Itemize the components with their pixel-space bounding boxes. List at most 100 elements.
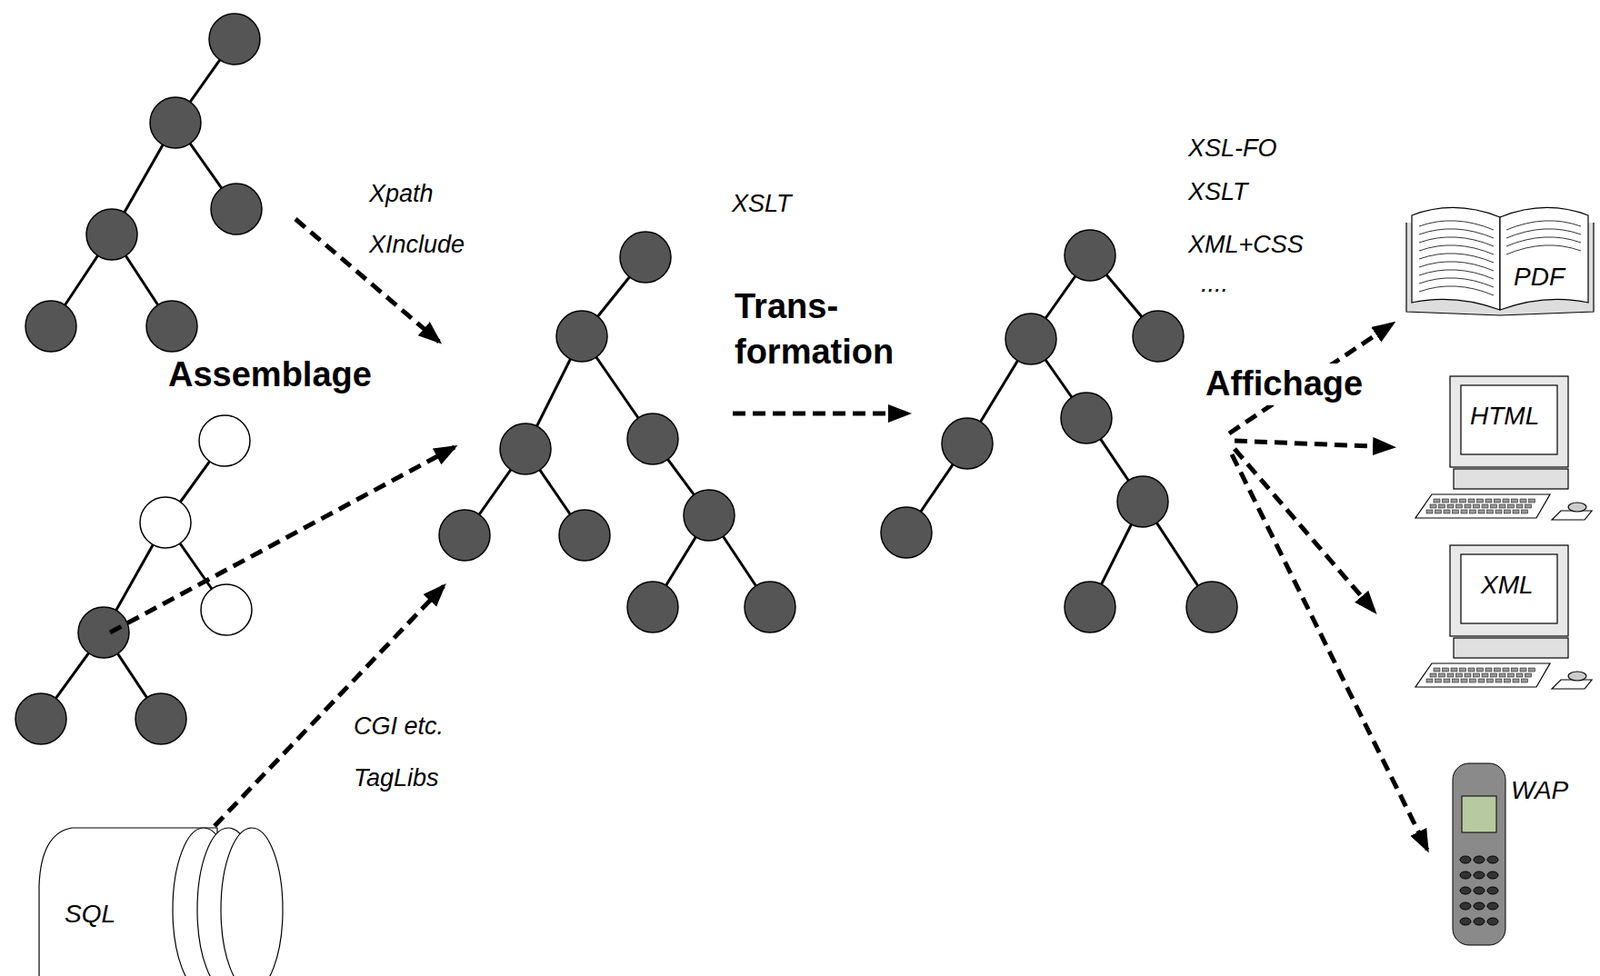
tree-nodes-part xyxy=(78,607,130,659)
computer-icon-part xyxy=(1450,376,1569,468)
computer-icon-part xyxy=(1435,510,1442,514)
phone-icon-part xyxy=(1487,871,1499,880)
flow-arrows-part xyxy=(1231,454,1428,850)
node-shape xyxy=(35,822,286,976)
computer-icon-part xyxy=(1464,504,1471,509)
hidden-tree-nodes-part xyxy=(140,497,191,549)
flow-arrows-part xyxy=(1234,440,1393,448)
computer-icon-part xyxy=(1502,499,1510,503)
phone-icon xyxy=(1452,763,1506,946)
computer-icon-part xyxy=(1485,499,1492,503)
book-icon-part xyxy=(1419,286,1494,296)
computer-icon-part xyxy=(1453,469,1569,490)
book-icon-part xyxy=(1419,245,1494,255)
computer-icon-part xyxy=(1499,504,1506,509)
tree-nodes-part xyxy=(1005,313,1057,365)
computer-icon-part xyxy=(1460,554,1558,624)
tree-nodes-part xyxy=(627,581,679,633)
computer-icon-part xyxy=(1433,499,1440,503)
computer-icon-part xyxy=(1525,504,1532,509)
computer-icon-part xyxy=(1494,668,1501,672)
computer-icon-part xyxy=(1452,510,1460,514)
phone-icon-part xyxy=(1487,918,1499,926)
tree-nodes-part xyxy=(210,183,262,235)
hidden-tree-nodes-part xyxy=(199,415,250,467)
computer-icon-part xyxy=(1415,494,1550,519)
node-label: WAP xyxy=(1509,776,1570,806)
tree-nodes-part xyxy=(1132,310,1184,362)
tech-label: CGI etc. xyxy=(351,711,446,741)
computer-icon xyxy=(1415,545,1592,690)
book-icon-part xyxy=(1419,270,1494,280)
tree-nodes-part xyxy=(439,510,490,561)
tech-label: TagLibs xyxy=(351,763,441,793)
computer-icon-part xyxy=(1450,668,1458,672)
stage-label: Trans- formation xyxy=(732,283,896,375)
book-icon xyxy=(1406,207,1594,316)
wap-node: WAP xyxy=(1449,760,1577,951)
computer-icon-part xyxy=(1481,504,1489,509)
tree-nodes-part xyxy=(1117,476,1169,528)
book-icon-part xyxy=(1506,220,1581,230)
tech-label: XML+CSS xyxy=(1186,230,1306,260)
book-icon-part xyxy=(1500,207,1589,310)
computer-icon-part xyxy=(1453,638,1569,659)
tech-label: XSLT xyxy=(730,189,794,219)
computer-icon-part xyxy=(1508,673,1515,678)
book-icon-part xyxy=(1419,278,1494,288)
computer-icon-part xyxy=(1516,504,1523,509)
database-node: SQL xyxy=(35,822,286,976)
tree-nodes-part xyxy=(1186,581,1238,633)
tree-edges xyxy=(40,39,1212,720)
tree-nodes-part xyxy=(556,310,608,362)
computer-icon-part xyxy=(1502,668,1510,672)
node-label: SQL xyxy=(62,900,118,930)
computer-icon-part xyxy=(1511,499,1519,503)
hidden-tree-nodes-part xyxy=(200,584,252,636)
book-icon-part xyxy=(1506,229,1581,239)
tree-nodes-part xyxy=(1064,230,1116,281)
computer-icon-part xyxy=(1520,668,1527,672)
computer-icon-part xyxy=(1520,499,1527,503)
book-icon-part xyxy=(1411,207,1500,310)
phone-icon-part xyxy=(1473,887,1485,895)
computer-icon-part xyxy=(1439,673,1446,678)
computer-icon-part xyxy=(1568,502,1587,512)
computer-icon-part xyxy=(1478,510,1485,514)
computer-icon-part xyxy=(1433,668,1440,672)
node-shape xyxy=(1413,543,1596,693)
computer-icon-part xyxy=(1529,499,1536,503)
computer-icon-part xyxy=(1478,679,1485,683)
computer-icon-part xyxy=(1495,510,1502,514)
tree-nodes-part xyxy=(620,231,671,283)
tree-nodes-part xyxy=(500,423,551,475)
computer-icon-part xyxy=(1452,679,1460,683)
phone-icon-part xyxy=(1460,887,1471,895)
computer-icon xyxy=(1415,376,1592,520)
computer-icon-part xyxy=(1521,679,1529,683)
computer-icon-part xyxy=(1529,668,1536,672)
flow-arrows xyxy=(110,219,1428,850)
hidden-tree-nodes xyxy=(140,415,252,636)
tree-nodes-part xyxy=(1060,392,1112,444)
book-icon-part xyxy=(1419,261,1494,271)
stage-label: Affichage xyxy=(1203,363,1365,406)
tree-nodes-part xyxy=(683,490,735,541)
book-icon-part xyxy=(1506,237,1581,247)
computer-icon-part xyxy=(1470,679,1477,683)
html-node: HTML xyxy=(1413,374,1596,524)
computer-icon-part xyxy=(1504,679,1511,683)
computer-icon-part xyxy=(1504,510,1511,514)
tree-nodes-part xyxy=(146,300,198,352)
computer-icon-part xyxy=(1473,673,1480,678)
stage-label: Assemblage xyxy=(166,354,374,397)
book-icon-part xyxy=(1419,237,1494,247)
computer-icon-part xyxy=(1477,499,1484,503)
computer-icon-part xyxy=(1439,504,1446,509)
xml-node: XML xyxy=(1413,543,1596,693)
computer-icon-part xyxy=(1464,673,1471,678)
computer-icon-part xyxy=(1447,504,1454,509)
tech-label: XInclude xyxy=(367,230,467,260)
phone-icon-part xyxy=(1452,763,1506,946)
